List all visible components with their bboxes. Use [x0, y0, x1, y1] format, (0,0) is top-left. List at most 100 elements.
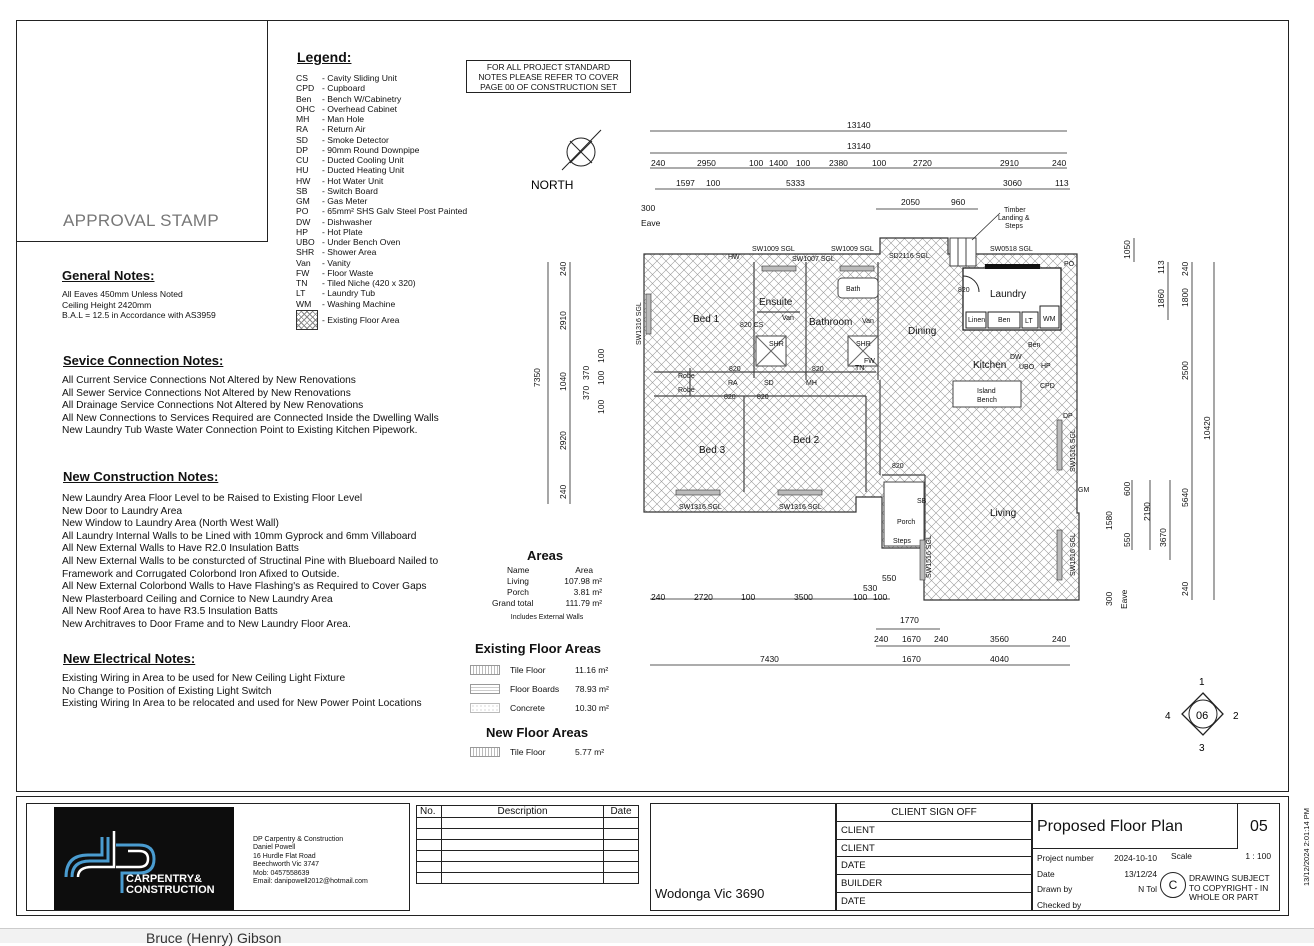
meta-value: 13/12/24	[1124, 868, 1157, 879]
ra-label: RA	[728, 380, 738, 387]
legend-code: DP	[296, 144, 308, 155]
legend-code: GM	[296, 196, 310, 206]
dim: 240	[651, 592, 665, 602]
revisions-table: No. Description Date	[416, 805, 639, 884]
legend-code: Ben	[296, 93, 312, 104]
dim: 3670	[1158, 528, 1168, 547]
scale-value: 1 : 100	[1245, 851, 1271, 861]
floor-boards-swatch	[470, 683, 500, 694]
copyright-line: TO COPYRIGHT - IN	[1189, 882, 1269, 893]
window-label: SW0518 SGL	[990, 246, 1033, 253]
legend-desc: - Ducted Cooling Unit	[322, 155, 404, 165]
existing-floor-areas-title: Existing Floor Areas	[475, 641, 601, 656]
dim: 10420	[1202, 416, 1212, 440]
dim: 100	[596, 371, 606, 385]
window-label: SW1516 SGL	[926, 535, 933, 578]
revision-row	[416, 839, 639, 851]
dim: 100	[741, 592, 755, 602]
copyright-icon: C	[1160, 872, 1186, 898]
legend-desc: - Existing Floor Area	[322, 314, 400, 325]
dim: 3560	[990, 634, 1009, 644]
window-label: SW1316 SGL	[679, 504, 722, 511]
area-value: 107.98 m²	[564, 576, 602, 586]
floor-area: 10.30 m²	[575, 702, 609, 713]
ubo-label: UBO	[1019, 364, 1035, 371]
door-820: 820	[729, 366, 741, 373]
construction-notes-title: New Construction Notes:	[63, 469, 219, 484]
dim: 370	[581, 366, 591, 380]
legend-desc: - Bench W/Cabinetry	[322, 93, 402, 104]
window-label: SW1516 SGL	[1070, 429, 1077, 472]
meta-value: N Tol	[1138, 884, 1157, 894]
floor-area: 5.77 m²	[575, 746, 605, 757]
eave-dim: 300	[641, 203, 655, 213]
construction-note-line: New Door to Laundry Area	[62, 505, 183, 517]
door-820: 820	[958, 287, 970, 294]
window-label: SW1007 SGL	[792, 256, 835, 263]
dim: 550	[882, 573, 896, 583]
legend-item: CPD- Cupboard	[296, 83, 467, 93]
dim: 4040	[990, 654, 1009, 664]
legend-item: TN- Tiled Niche (420 x 320)	[296, 278, 467, 288]
north-label: NORTH	[531, 178, 573, 192]
company-email: Email: danipowell2012@hotmail.com	[253, 878, 368, 886]
room-label-laundry: Laundry	[990, 289, 1026, 300]
legend-code: SD	[296, 134, 308, 145]
service-note-line: All Sewer Service Connections Not Altere…	[62, 387, 351, 399]
legend-desc: - Under Bench Oven	[322, 237, 401, 247]
floor-type: Floor Boards	[510, 683, 560, 694]
dim: 2920	[558, 431, 568, 450]
dim: 1800	[1180, 288, 1190, 307]
door-820: 820	[812, 366, 824, 373]
bench-label: Bench	[977, 397, 997, 404]
bottom-dimensions: 240 2720 100 3500 100 100 530 550 1770 2…	[651, 573, 1066, 664]
dim: 100	[873, 592, 887, 602]
legend-item: LT- Laundry Tub	[296, 288, 467, 298]
legend-code: HP	[296, 226, 308, 237]
signoff-row: CLIENT	[836, 820, 1032, 840]
construction-note-line: All Laundry Internal Walls to be Lined w…	[62, 530, 417, 542]
service-note-line: All New Connections to Services Required…	[62, 412, 439, 424]
floor-area-row: Floor Boards 78.93 m²	[470, 679, 610, 698]
dim: 550	[1122, 533, 1132, 547]
timber-label: Landing &	[998, 215, 1030, 222]
dim: 3500	[794, 592, 813, 602]
drawing-sheet-border	[16, 20, 1289, 792]
title-block	[16, 796, 1289, 916]
meta-label: Project number	[1037, 853, 1094, 863]
ben-label: Ben	[998, 317, 1011, 324]
room-label-bathroom: Bathroom	[809, 317, 852, 328]
construction-note-line: All New External Walls to Have R2.0 Insu…	[62, 543, 299, 555]
legend-item: OHC- Overhead Cabinet	[296, 104, 467, 114]
legend-item: RA- Return Air	[296, 124, 467, 134]
dim: 600	[1122, 482, 1132, 496]
right-dimensions: 1050 113 1860 240 1800 2500 10420 5640 6…	[1104, 240, 1212, 609]
dim: 240	[651, 158, 665, 168]
legend-code: HW	[296, 175, 311, 186]
legend-desc: - Gas Meter	[322, 196, 368, 206]
electrical-note-line: Existing Wiring In Area to be relocated …	[62, 698, 422, 710]
window-label: SW1316 SGL	[779, 504, 822, 511]
dim: 2910	[1000, 158, 1019, 168]
legend-desc: - Shower Area	[322, 247, 377, 258]
lt-label: LT	[1025, 318, 1033, 325]
dim: 960	[951, 197, 965, 207]
company-name: DP Carpentry & Construction	[253, 836, 344, 843]
legend-code: MH	[296, 114, 310, 124]
van-label: Van	[862, 318, 874, 325]
dim: 1670	[902, 654, 921, 664]
legend-desc: - Hot Water Unit	[322, 175, 384, 186]
dim: 300	[1104, 592, 1114, 606]
drawing-number: 05	[1250, 818, 1268, 835]
robe-label: Robe	[678, 373, 695, 380]
dim: 7350	[532, 368, 542, 387]
mh-label: MH	[806, 380, 817, 387]
dim: 2050	[901, 197, 920, 207]
client-signoff-table: CLIENT SIGN OFF CLIENT CLIENT DATE BUILD…	[836, 803, 1032, 911]
dim: 240	[558, 485, 568, 499]
timber-label: Steps	[1005, 223, 1023, 230]
dim-overall: 13140	[847, 120, 871, 130]
existing-floor-areas-table: Tile Floor 11.16 m² Floor Boards 78.93 m…	[470, 660, 610, 717]
legend-desc: - Man Hole	[322, 114, 365, 124]
